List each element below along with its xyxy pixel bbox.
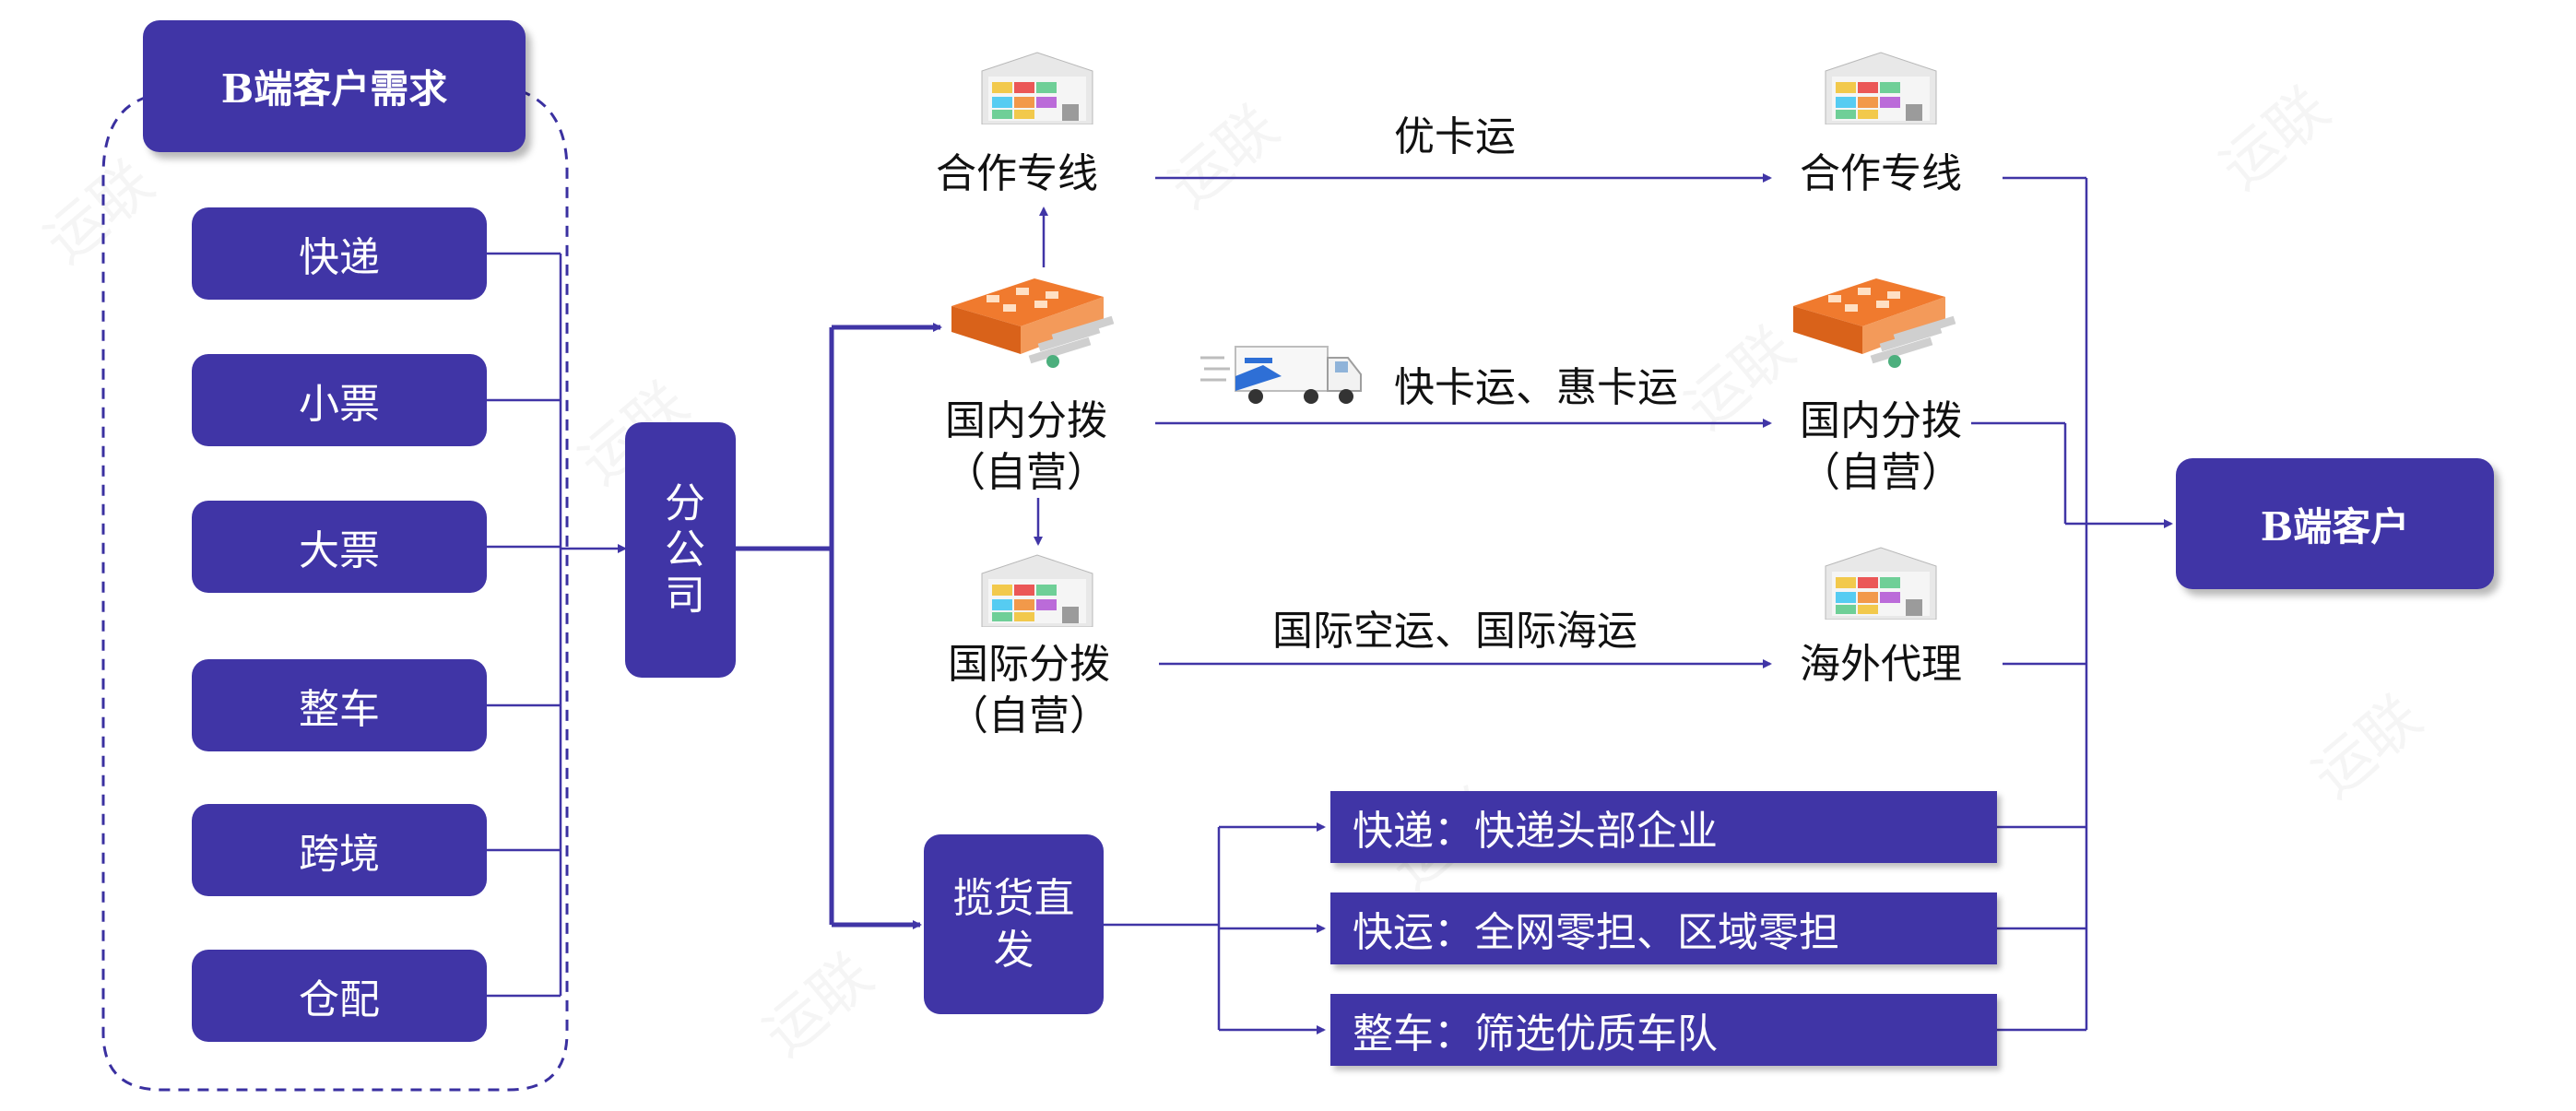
need-item-express: 快递 [192, 207, 487, 300]
warehouse-icon [1821, 51, 1941, 125]
right-cooperation-line-label: 合作专线 [1800, 150, 1962, 197]
left-intl-hub-sub: （自营） [948, 692, 1110, 739]
branch-office: 分公司 [625, 422, 736, 678]
route-label-top: 优卡运 [1394, 113, 1516, 160]
truck-icon [1199, 339, 1365, 408]
distribution-center-icon [942, 269, 1127, 371]
left-domestic-hub-sub: （自营） [945, 449, 1107, 496]
direct-bar-express: 快递：快递头部企业 [1330, 791, 1997, 863]
warehouse-icon [977, 51, 1097, 125]
need-item-large-ticket: 大票 [192, 501, 487, 593]
warehouse-icon [977, 553, 1097, 628]
direct-bar-ltl: 快运：全网零担、区域零担 [1330, 892, 1997, 964]
left-cooperation-line-label: 合作专线 [936, 150, 1098, 197]
direct-bar-full-truck: 整车：筛选优质车队 [1330, 994, 1997, 1066]
right-domestic-hub-label: 国内分拨 [1800, 397, 1962, 444]
need-item-full-truck: 整车 [192, 659, 487, 751]
customer-needs-title: B端客户需求 [143, 20, 526, 152]
need-item-cross-border: 跨境 [192, 804, 487, 896]
left-domestic-hub-label: 国内分拨 [945, 397, 1107, 444]
route-label-bottom: 国际空运、国际海运 [1272, 608, 1637, 655]
distribution-center-icon [1784, 269, 1968, 371]
right-domestic-hub-sub: （自营） [1800, 449, 1962, 496]
pickup-direct: 揽货直发 [924, 834, 1104, 1014]
b-end-customer: B端客户 [2176, 458, 2494, 589]
warehouse-icon [1821, 546, 1941, 621]
right-overseas-agent-label: 海外代理 [1800, 641, 1962, 688]
needs-group-border [101, 90, 569, 1092]
left-intl-hub-label: 国际分拨 [948, 641, 1110, 688]
route-label-middle: 快卡运、惠卡运 [1394, 364, 1678, 411]
need-item-warehouse-delivery: 仓配 [192, 950, 487, 1042]
need-item-small-ticket: 小票 [192, 354, 487, 446]
